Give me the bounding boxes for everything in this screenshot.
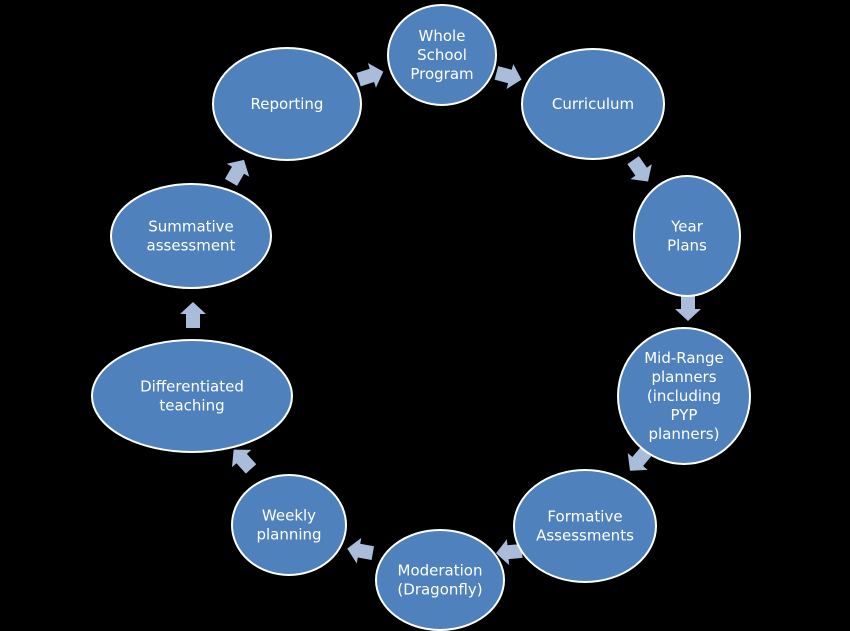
node-reporting-ellipse [212, 47, 362, 161]
node-year-plans-ellipse [633, 175, 741, 297]
node-moderation: Moderation(Dragonfly) [375, 529, 505, 631]
node-curriculum-label-line-1: Curriculum [552, 95, 634, 113]
flow-arrow-2 [627, 156, 652, 182]
nodes-layer: WholeSchoolProgramCurriculumYearPlansMid… [91, 4, 751, 631]
flow-arrow-6 [347, 537, 375, 564]
flow-arrow-9 [224, 159, 250, 186]
node-differentiated-teaching-label-line-2: teaching [159, 397, 224, 415]
node-whole-school-program-label-line-3: Program [410, 65, 473, 83]
node-curriculum-ellipse [521, 48, 665, 160]
node-year-plans-label-line-1: Year [670, 218, 704, 236]
node-moderation-label-line-2: (Dragonfly) [397, 581, 482, 599]
node-summative-assessment-label-line-2: assessment [147, 237, 236, 255]
node-mid-range-planners-label-line-5: planners) [649, 425, 720, 443]
node-whole-school-program-label-line-2: School [417, 46, 467, 64]
node-mid-range-planners-label-line-3: (including [647, 387, 721, 405]
node-whole-school-program-ellipse [387, 4, 497, 106]
node-weekly-planning-label-line-2: planning [256, 526, 321, 544]
flow-arrow-8 [180, 302, 206, 328]
node-formative-assessments-label-line-1: Formative [547, 508, 622, 526]
node-year-plans-label-line-2: Plans [667, 237, 707, 255]
node-formative-assessments-ellipse [513, 469, 657, 583]
node-reporting: Reporting [212, 47, 362, 161]
node-weekly-planning-label-line-1: Weekly [262, 507, 316, 525]
node-differentiated-teaching-label-line-1: Differentiated [140, 378, 244, 396]
node-whole-school-program-label-line-1: Whole [419, 27, 466, 45]
node-moderation-label-line-1: Moderation [398, 562, 483, 580]
flow-arrow-1 [494, 63, 522, 90]
node-weekly-planning-ellipse [231, 474, 347, 576]
node-summative-assessment-ellipse [110, 183, 272, 289]
flow-arrow-5 [496, 539, 523, 566]
node-mid-range-planners-label-line-2: planners [651, 368, 716, 386]
node-mid-range-planners-label-line-1: Mid-Range [644, 349, 724, 367]
node-reporting-label-line-1: Reporting [251, 95, 324, 113]
node-mid-range-planners-ellipse [617, 327, 751, 465]
flow-arrow-7 [232, 449, 257, 474]
node-moderation-ellipse [375, 529, 505, 631]
node-differentiated-teaching-ellipse [91, 339, 293, 453]
node-curriculum: Curriculum [521, 48, 665, 160]
node-mid-range-planners-label-line-4: PYP [671, 406, 698, 424]
flow-arrow-10 [356, 63, 384, 88]
flow-arrow-3 [675, 295, 701, 321]
node-formative-assessments-label-line-2: Assessments [536, 527, 634, 545]
node-summative-assessment-label-line-1: Summative [148, 218, 234, 236]
